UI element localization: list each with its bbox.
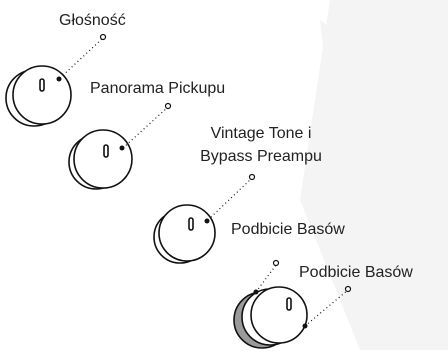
label-bass-boost-1: Podbicie Basów — [231, 221, 345, 238]
label-vintage-line-1: Vintage Tone i — [210, 125, 312, 142]
knob-pickup-pan — [68, 129, 133, 190]
label-pickup-pan: Panorama Pickupu — [90, 80, 226, 97]
leader-bass-boost-2 — [302, 285, 352, 329]
knob-volume — [5, 65, 72, 127]
leader-volume — [56, 33, 107, 82]
label-vintage-line-2: Bypass Preampu — [200, 148, 322, 165]
leader-bass-boost-1 — [253, 259, 280, 295]
label-bass-boost-2: Podbicie Basów — [299, 264, 413, 281]
watermark — [300, 0, 448, 350]
leader-vintage-tone — [204, 173, 256, 224]
label-volume: Głośność — [59, 12, 126, 29]
knob-vintage-tone — [153, 204, 216, 264]
leader-pickup-pan — [119, 102, 172, 151]
knob-bass-boost — [233, 286, 308, 349]
